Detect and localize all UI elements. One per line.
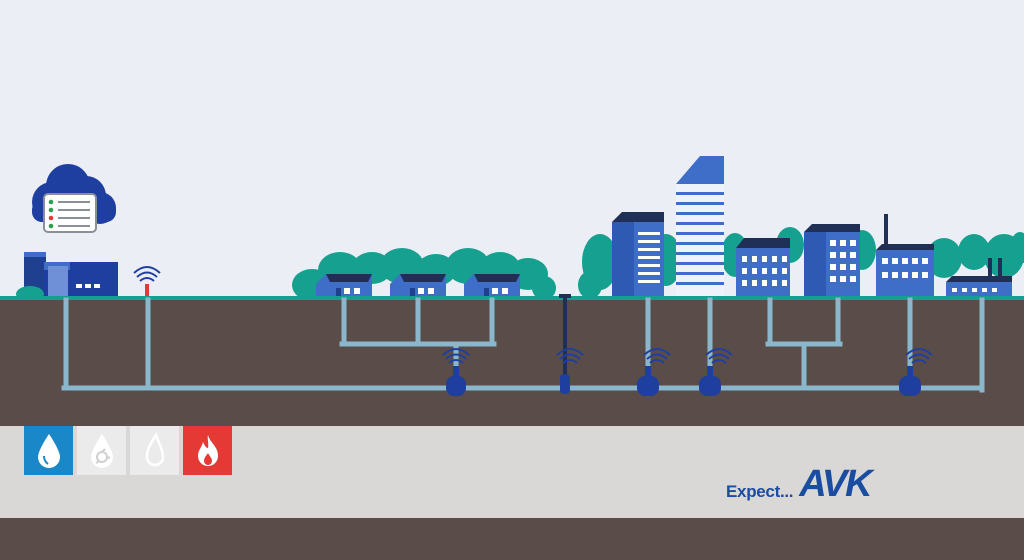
grass-line xyxy=(0,296,1024,300)
smart-valve-icon xyxy=(699,348,733,396)
pipe-network xyxy=(61,297,985,393)
water-drop-icon xyxy=(37,433,60,468)
gas-flame-icon xyxy=(145,431,164,466)
smart-valve-icon xyxy=(442,348,470,396)
wastewater-tile[interactable] xyxy=(77,426,126,475)
ground xyxy=(0,300,1024,426)
gas-tile[interactable] xyxy=(130,426,179,475)
bottom-strip xyxy=(0,518,1024,560)
city-buildings xyxy=(612,156,1012,300)
brand-tagline: Expect... xyxy=(726,482,794,501)
wireless-sensor-icon xyxy=(133,266,161,298)
logo-text: AVK xyxy=(799,463,872,505)
valves xyxy=(442,348,933,396)
houses xyxy=(316,274,520,300)
fire-tile[interactable] xyxy=(183,426,232,475)
smart-valve-icon xyxy=(556,348,584,394)
avk-logo[interactable]: AVK xyxy=(799,462,889,506)
smart-valve-icon xyxy=(637,348,671,396)
wastewater-drop-icon xyxy=(90,433,113,468)
smart-valve-icon xyxy=(899,348,933,396)
utility-tiles xyxy=(24,426,232,475)
hydrant-rod xyxy=(563,296,567,380)
water-tile[interactable] xyxy=(24,426,73,475)
cloud-server-icon xyxy=(32,164,116,233)
fire-icon xyxy=(197,434,218,466)
brand: Expect... AVK xyxy=(726,462,889,506)
water-plant-building xyxy=(16,252,118,302)
